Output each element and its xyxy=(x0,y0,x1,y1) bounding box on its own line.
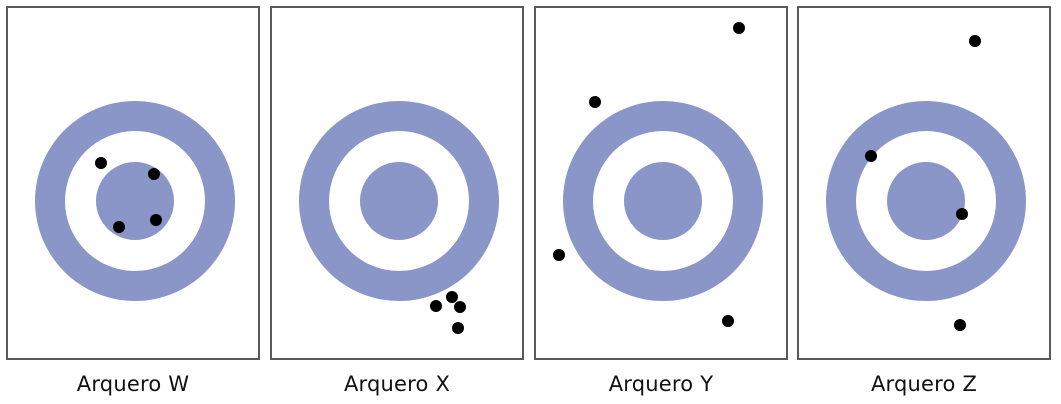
target-drawing-y xyxy=(553,22,763,327)
shot-hole-z-1 xyxy=(969,35,981,47)
shot-hole-y-3 xyxy=(553,249,565,261)
target-bullseye xyxy=(360,162,438,240)
shot-hole-y-4 xyxy=(722,315,734,327)
target-bullseye xyxy=(96,162,174,240)
target-panel-z xyxy=(797,6,1051,360)
shot-hole-w-4 xyxy=(113,221,125,233)
shot-hole-w-2 xyxy=(148,168,160,180)
shot-hole-x-3 xyxy=(454,301,466,313)
shot-hole-y-2 xyxy=(589,96,601,108)
target-drawing-x xyxy=(299,101,499,334)
target-panel-w xyxy=(6,6,260,360)
target-bullseye xyxy=(887,162,965,240)
shot-hole-z-3 xyxy=(956,208,968,220)
target-bullseye xyxy=(624,162,702,240)
target-drawing-w xyxy=(35,101,235,301)
shot-hole-z-2 xyxy=(865,150,877,162)
shot-hole-x-2 xyxy=(446,291,458,303)
target-drawing-z xyxy=(826,35,1026,331)
archer-label-x: Arquero X xyxy=(343,372,451,396)
archer-label-w: Arquero W xyxy=(76,372,190,396)
archer-label-y: Arquero Y xyxy=(608,372,714,396)
shot-hole-x-1 xyxy=(430,300,442,312)
archer-label-z: Arquero Z xyxy=(870,372,978,396)
shot-hole-w-3 xyxy=(150,214,162,226)
shot-hole-y-1 xyxy=(733,22,745,34)
shot-hole-z-4 xyxy=(954,319,966,331)
shot-hole-w-1 xyxy=(95,157,107,169)
target-panel-y xyxy=(534,6,788,360)
target-panel-x xyxy=(270,6,524,360)
shot-hole-x-4 xyxy=(452,322,464,334)
